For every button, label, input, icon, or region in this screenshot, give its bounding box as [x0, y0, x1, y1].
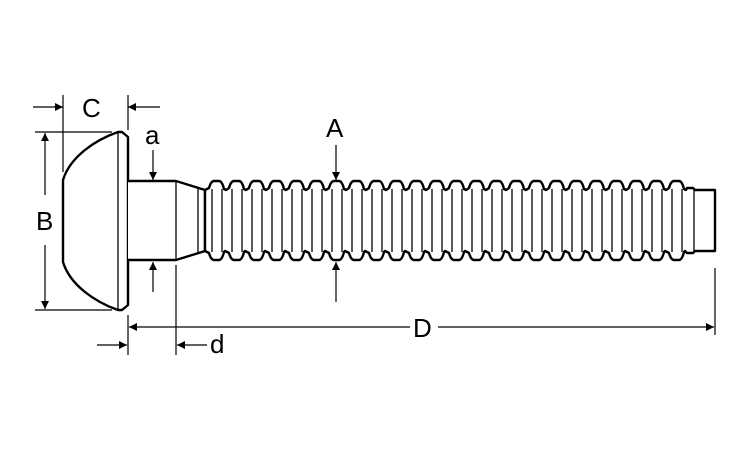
label-d: d — [210, 329, 224, 359]
bolt-threads — [203, 179, 717, 262]
label-c: C — [82, 93, 101, 123]
bolt-shank — [128, 179, 207, 262]
label-b: B — [36, 206, 53, 236]
label-A: A — [326, 113, 344, 143]
label-a: a — [145, 120, 160, 150]
bolt-head — [61, 130, 130, 312]
label-D: D — [413, 313, 432, 343]
